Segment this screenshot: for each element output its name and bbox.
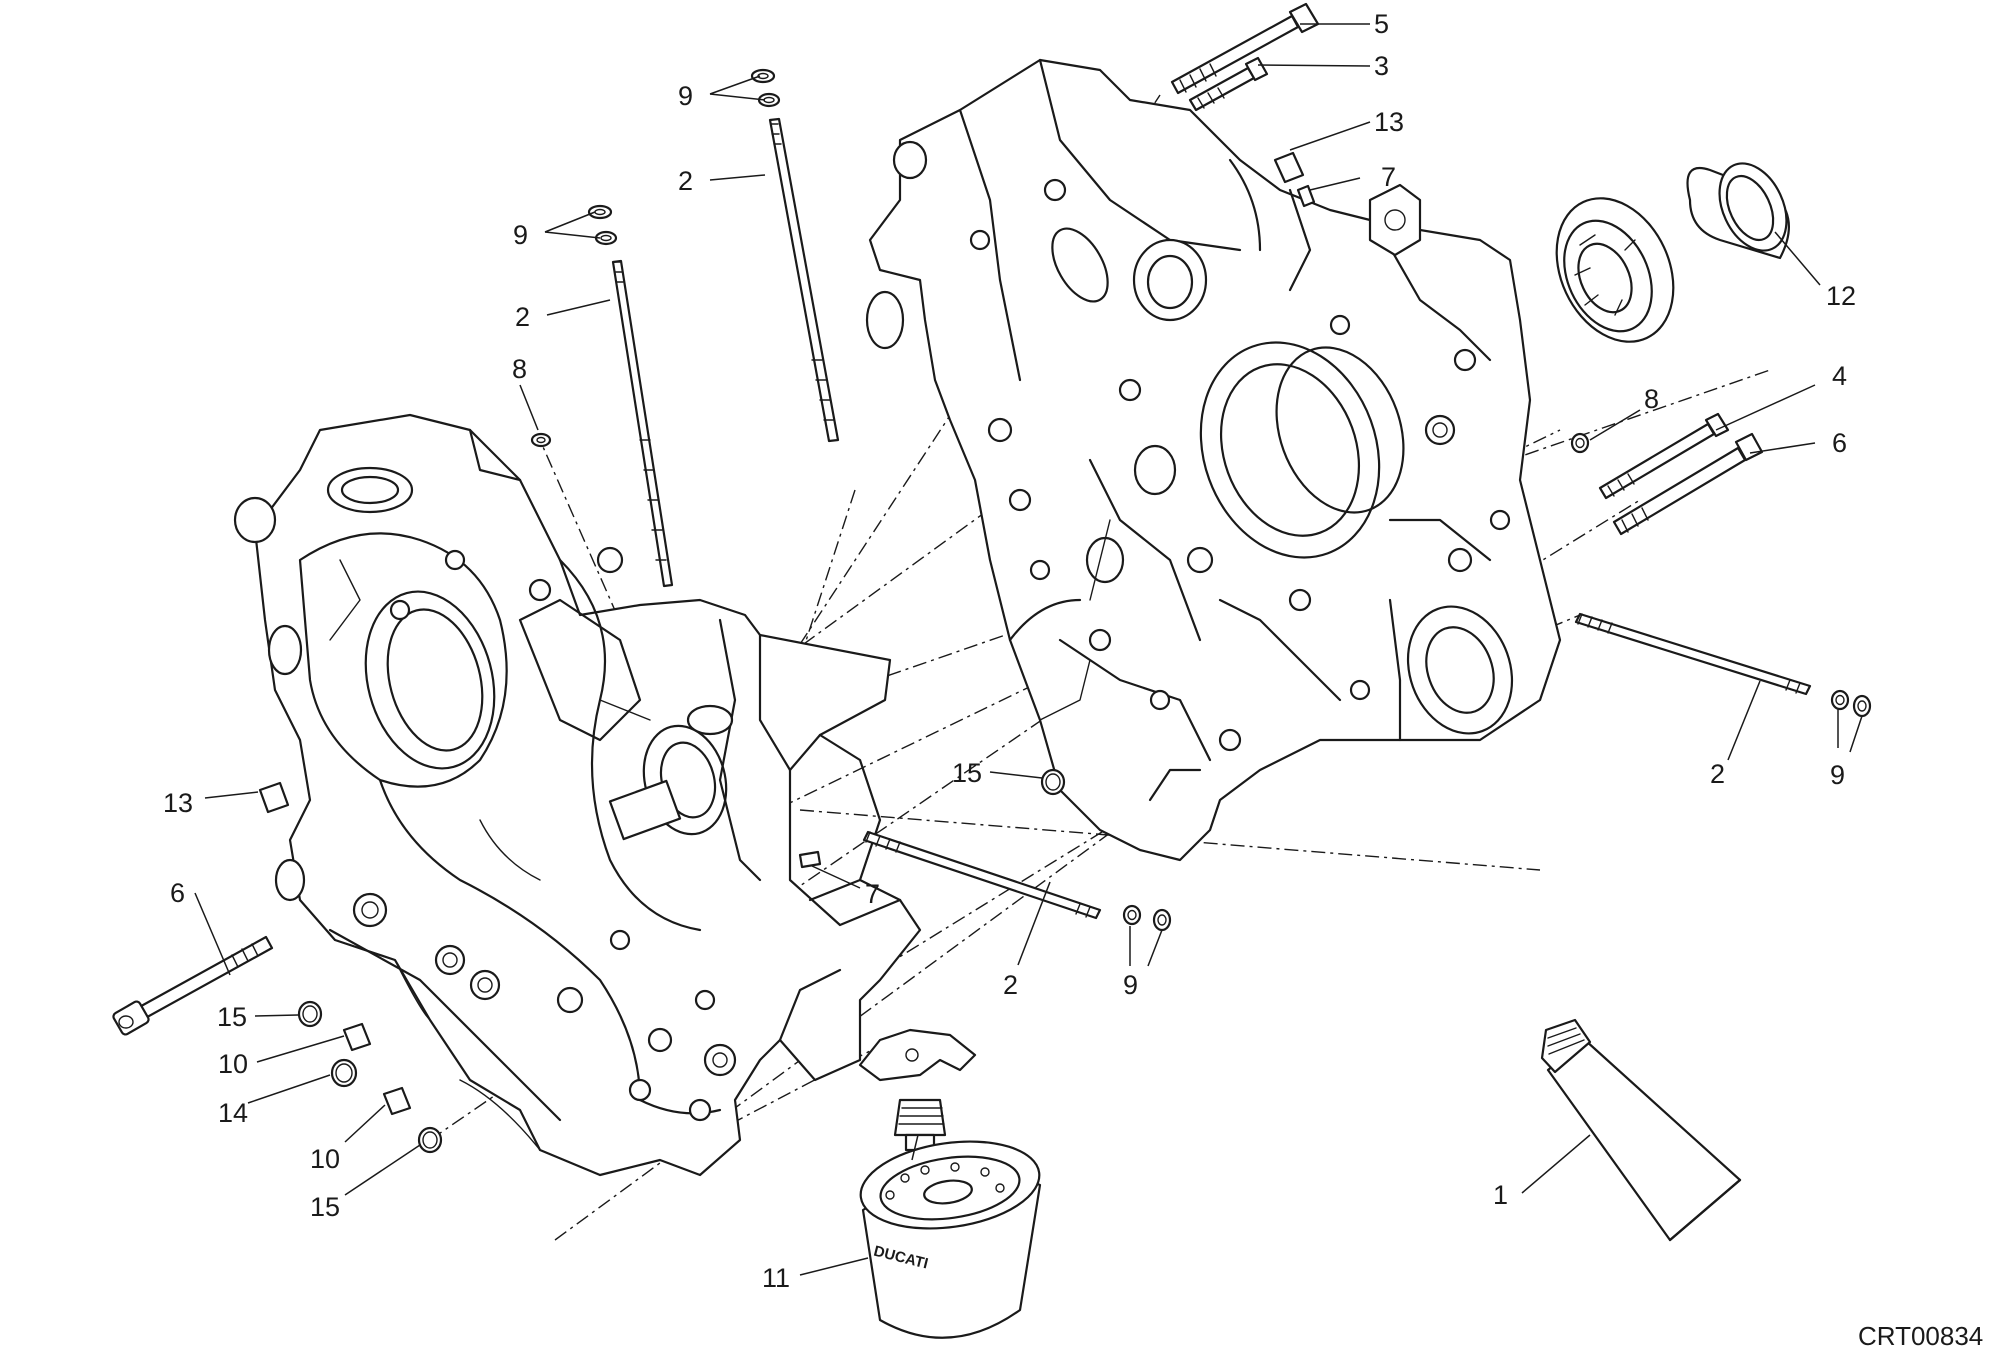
leader-lines [194, 23, 1863, 1276]
callout-6: 6 [170, 878, 185, 908]
bolt-part-6-right [1612, 432, 1764, 536]
diagram-code: CRT00834 [1858, 1321, 1983, 1351]
callout-10: 10 [310, 1144, 340, 1174]
oil-filter-fitting [893, 1098, 947, 1152]
callout-11: 11 [762, 1263, 790, 1293]
seal-ring-part-12 [1686, 162, 1790, 260]
callout-8: 8 [1644, 384, 1659, 414]
bolt-part-6-left [112, 935, 274, 1036]
callout-6: 6 [1832, 428, 1847, 458]
callout-1: 1 [1493, 1180, 1508, 1210]
callout-2: 2 [1710, 759, 1725, 789]
callout-13: 13 [163, 788, 193, 818]
callout-10: 10 [218, 1049, 248, 1079]
callout-13: 13 [1374, 107, 1404, 137]
dowels [258, 151, 1316, 1116]
left-crankcase-half [233, 413, 922, 1177]
callout-5: 5 [1374, 9, 1389, 39]
callout-15: 15 [217, 1002, 247, 1032]
stud-right-lower [1574, 612, 1812, 696]
stud-upper-center [768, 117, 840, 443]
callout-9: 9 [678, 81, 693, 111]
callout-labels: 5 3 13 7 12 9 2 9 2 8 8 4 6 2 9 15 13 7 … [163, 9, 1856, 1293]
callout-9: 9 [513, 220, 528, 250]
callout-7: 7 [865, 879, 880, 909]
callout-2: 2 [1003, 970, 1018, 1000]
callout-4: 4 [1832, 361, 1847, 391]
callout-2: 2 [515, 302, 530, 332]
bolt-part-4 [1598, 412, 1730, 500]
callout-12: 12 [1826, 281, 1856, 311]
callout-8: 8 [512, 354, 527, 384]
sealant-tube [1540, 1018, 1742, 1242]
callout-2: 2 [678, 166, 693, 196]
stud-upper-left [611, 259, 674, 588]
callout-14: 14 [218, 1098, 248, 1128]
oil-filter-drain-tab [858, 1028, 977, 1082]
right-crankcase-half [865, 58, 1562, 862]
main-bearing [1555, 197, 1675, 343]
callout-15: 15 [310, 1192, 340, 1222]
callout-9: 9 [1830, 760, 1845, 790]
callout-3: 3 [1374, 51, 1389, 81]
callout-15: 15 [952, 758, 982, 788]
stud-mid-lower [862, 830, 1102, 920]
oil-filter: DUCATI [859, 1140, 1042, 1339]
bolt-part-3 [1188, 56, 1269, 112]
callout-7: 7 [1381, 162, 1396, 192]
washers-and-rings [297, 68, 1872, 1154]
callout-9: 9 [1123, 970, 1138, 1000]
